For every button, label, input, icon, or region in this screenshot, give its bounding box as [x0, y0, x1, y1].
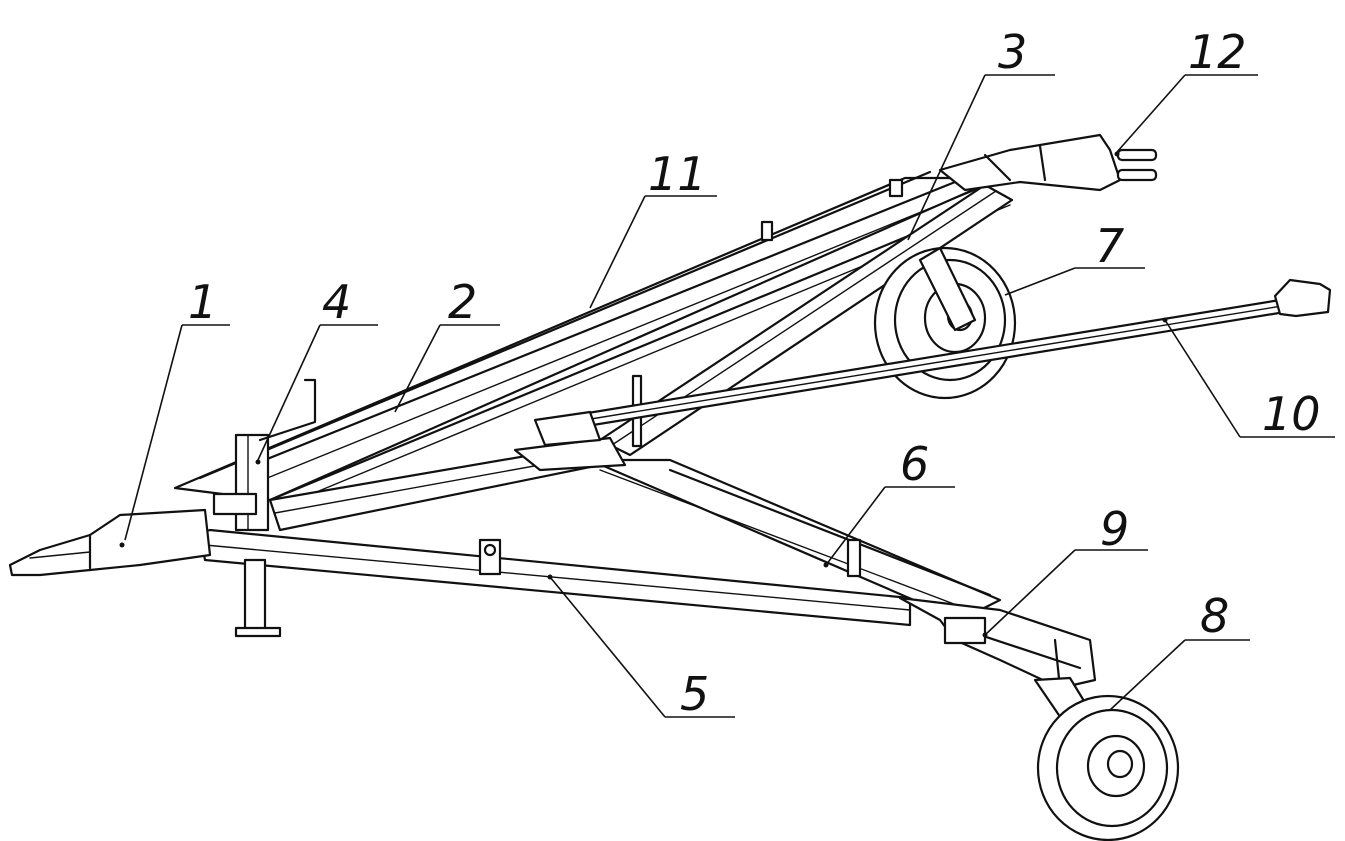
- leader-lines: [124, 74, 1335, 718]
- callout-2: 2: [448, 275, 477, 329]
- callout-3: 3: [998, 25, 1027, 79]
- upper-long-beam: [173, 170, 1011, 506]
- callout-8: 8: [1200, 589, 1229, 643]
- callout-11: 11: [648, 147, 707, 201]
- front-wheel: [1033, 676, 1180, 841]
- callout-9: 9: [1100, 502, 1129, 556]
- upper-hitch: [938, 133, 1158, 192]
- callout-10: 10: [1262, 387, 1321, 441]
- callout-5: 5: [680, 667, 709, 721]
- front-axle-bracket: [898, 596, 1097, 690]
- lateral-beam: [588, 458, 1002, 622]
- callout-1: 1: [188, 275, 217, 329]
- drive-shaft: [533, 278, 1332, 447]
- support-leg: [234, 558, 282, 638]
- callout-labels: 1 4 2 11 3 12 7 10 6 9 8 5: [188, 25, 1321, 721]
- drawbar: [8, 508, 212, 577]
- callout-4: 4: [322, 275, 351, 329]
- callout-12: 12: [1188, 25, 1247, 79]
- callout-7: 7: [1095, 219, 1124, 273]
- central-cross-member: [268, 374, 643, 532]
- callout-6: 6: [900, 437, 929, 491]
